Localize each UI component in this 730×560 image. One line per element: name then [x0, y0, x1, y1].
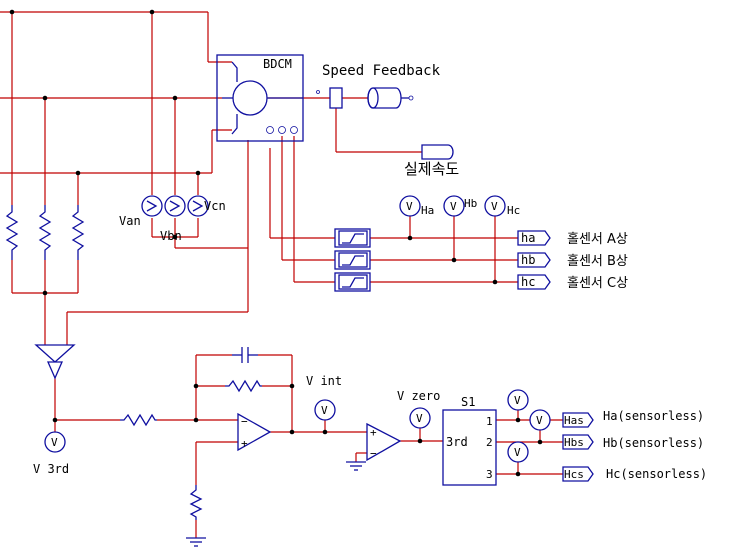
vbn-label: Vbn [160, 229, 182, 243]
v3rd-label: V 3rd [33, 462, 69, 476]
hc-meter-label: Hc [507, 204, 520, 217]
hall-comparators[interactable] [334, 228, 371, 292]
speed-sensor[interactable] [316, 87, 343, 109]
real-speed-label: 실제속도 [404, 160, 459, 178]
tag-hb: hb [521, 253, 535, 267]
ground-symbol-2 [346, 461, 366, 471]
sensorless-tags[interactable] [562, 412, 594, 482]
summing-block[interactable] [34, 344, 76, 380]
hall-voltmeters[interactable] [399, 195, 506, 217]
meter-v-hcs: V [514, 446, 521, 459]
tag-hbs: Hbs [564, 436, 584, 449]
ha-korean-note: 홀센서 A상 [567, 232, 628, 247]
voltage-sensors-phase[interactable] [141, 195, 209, 217]
vint-label: V int [306, 374, 342, 388]
integrator-opamp[interactable]: − + [237, 412, 272, 452]
hc-korean-note: 홀센서 C상 [567, 276, 628, 291]
input-resistor[interactable] [120, 413, 157, 427]
meter-v-has: V [514, 394, 521, 407]
feedback-capacitor[interactable] [232, 347, 258, 363]
mechanical-load[interactable] [367, 87, 414, 109]
ha-meter-label: Ha [421, 204, 434, 217]
hall-tags[interactable] [517, 230, 551, 290]
tag-hc: hc [521, 275, 535, 289]
sensorless-voltmeters[interactable] [507, 389, 551, 463]
s1-out2-label: 2 [486, 436, 493, 449]
real-speed-tag[interactable] [421, 144, 454, 160]
bdcm-label: BDCM [263, 57, 292, 71]
s1-out1-label: 1 [486, 415, 493, 428]
van-label: Van [119, 214, 141, 228]
bdcm-motor[interactable]: BDCM [216, 54, 304, 142]
zero-comparator[interactable]: + − [366, 422, 402, 462]
junction-dots [9, 9, 543, 477]
meter-v-int: V [321, 404, 328, 417]
hb-meter-label: Hb [464, 197, 477, 210]
speed-feedback-label: Speed Feedback [322, 63, 441, 79]
hb-korean-note: 홀센서 B상 [567, 254, 628, 269]
s1-block[interactable] [442, 409, 497, 486]
tag-hcs: Hcs [564, 468, 584, 481]
has-note: Ha(sensorless) [603, 409, 704, 423]
resistor-star[interactable] [5, 205, 85, 260]
meter-v-hb: V [450, 200, 457, 213]
tag-ha: ha [521, 231, 535, 245]
s1-label: S1 [461, 395, 475, 409]
s1-input-label: 3rd [446, 435, 468, 449]
hcs-note: Hc(sensorless) [606, 467, 707, 481]
svg-text:−: − [241, 415, 248, 428]
feedback-resistor[interactable] [225, 379, 262, 393]
hbs-note: Hb(sensorless) [603, 436, 704, 450]
meter-v-hc: V [491, 200, 498, 213]
s1-out3-label: 3 [486, 468, 493, 481]
meter-v-3rd: V [51, 436, 58, 449]
meter-v-ha: V [406, 200, 413, 213]
svg-text:+: + [370, 426, 377, 439]
vcn-label: Vcn [204, 199, 226, 213]
ground-symbol-1 [186, 537, 206, 547]
meter-v-hbs: V [536, 414, 543, 427]
vzero-meter[interactable] [409, 407, 431, 429]
tag-has: Has [564, 414, 584, 427]
vzero-label: V zero [397, 389, 440, 403]
svg-text:−: − [370, 447, 377, 460]
v3rd-meter[interactable] [44, 431, 66, 453]
svg-text:+: + [241, 437, 248, 450]
vint-meter[interactable] [314, 399, 336, 421]
bias-resistor[interactable] [189, 485, 203, 520]
meter-v-zero: V [416, 412, 423, 425]
